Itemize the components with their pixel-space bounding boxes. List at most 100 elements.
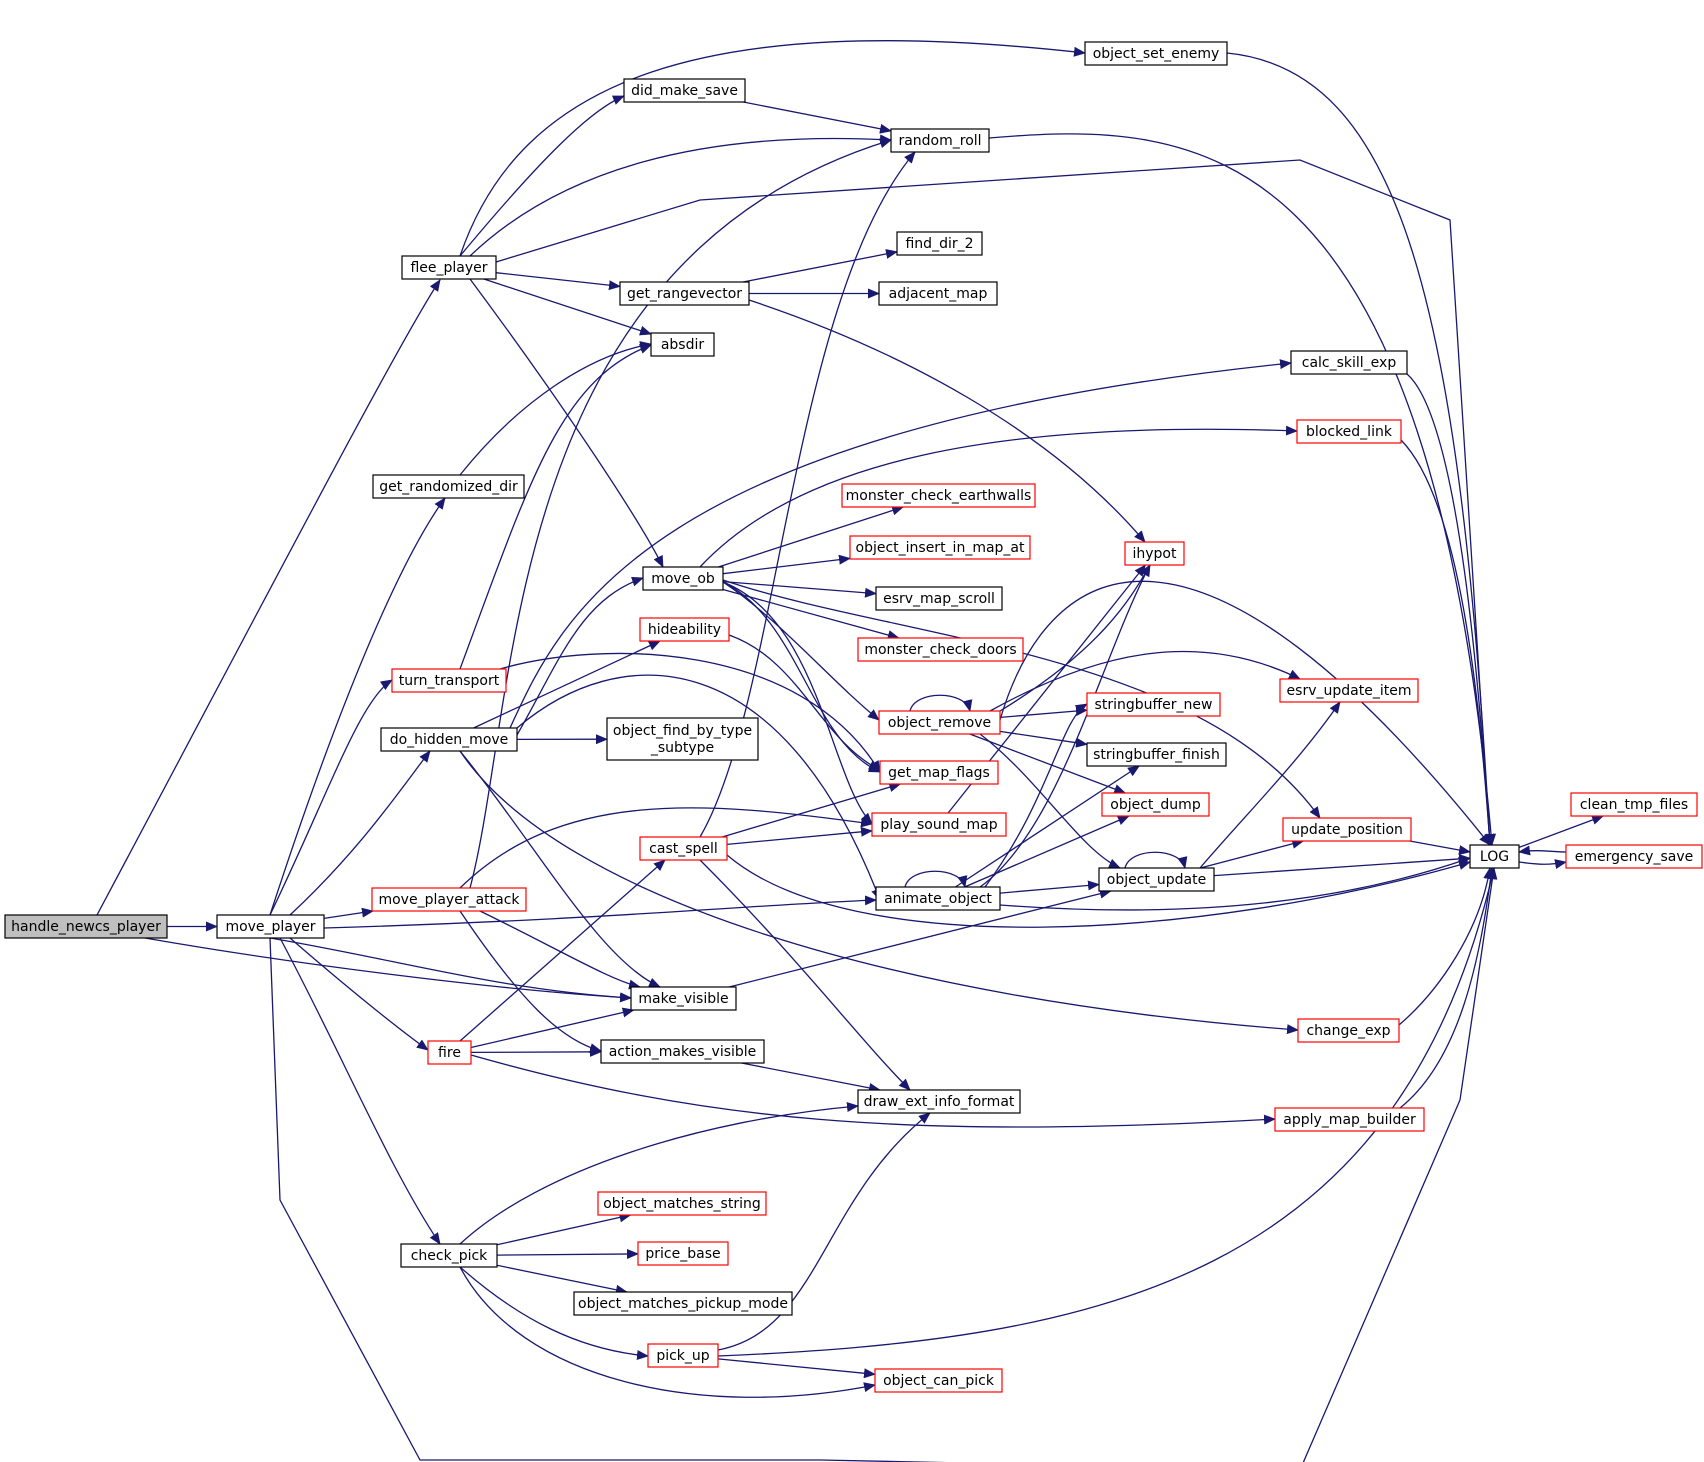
- node-draw-ext-info-format[interactable]: draw_ext_info_format: [857, 1089, 1021, 1114]
- node-make-visible[interactable]: make_visible: [630, 986, 737, 1011]
- node-esrv-update-item[interactable]: esrv_update_item: [1279, 678, 1419, 703]
- node-label: move_ob: [651, 571, 715, 587]
- node-change-exp[interactable]: change_exp: [1297, 1018, 1400, 1043]
- node-object-can-pick[interactable]: object_can_pick: [874, 1368, 1003, 1393]
- node-object-matches-string[interactable]: object_matches_string: [597, 1191, 767, 1216]
- node-object-insert-in-map-at[interactable]: object_insert_in_map_at: [849, 535, 1031, 560]
- node-label: object_matches_string: [603, 1196, 761, 1212]
- edge-do_hidden_move-to-calc_skill_exp: [509, 359, 1292, 729]
- node-label: emergency_save: [1575, 849, 1694, 865]
- node-label: do_hidden_move: [390, 732, 509, 748]
- edge-calc_skill_exp-to-LOG: [1406, 373, 1495, 846]
- node-box: [857, 637, 1024, 662]
- node-label: object_insert_in_map_at: [856, 540, 1026, 556]
- node-label: esrv_update_item: [1287, 683, 1412, 699]
- node-label: random_roll: [898, 133, 981, 149]
- node-turn-transport[interactable]: turn_transport: [391, 668, 507, 693]
- node-object-set-enemy[interactable]: object_set_enemy: [1084, 41, 1228, 66]
- node-move-ob[interactable]: move_ob: [642, 566, 724, 591]
- node-box: [841, 483, 1036, 508]
- node-clean-tmp-files[interactable]: clean_tmp_files: [1570, 792, 1698, 817]
- edge-move_ob-to-object_remove: [722, 581, 880, 721]
- edge-fire-to-cast_spell: [459, 859, 666, 1042]
- node-box: [391, 668, 507, 693]
- node-find-dir-2[interactable]: find_dir_2: [896, 231, 983, 256]
- node-random-roll[interactable]: random_roll: [890, 128, 990, 153]
- edge-animate_object-to-object_dump: [964, 815, 1130, 888]
- node-play-sound-map[interactable]: play_sound_map: [871, 812, 1007, 837]
- node-adjacent-map[interactable]: adjacent_map: [878, 281, 998, 306]
- node-get-rangevector[interactable]: get_rangevector: [619, 281, 750, 306]
- node-object-update[interactable]: object_update: [1098, 867, 1215, 892]
- edge-fire-to-action_makes_visible: [470, 1046, 602, 1057]
- node-move-player[interactable]: move_player: [216, 914, 325, 939]
- node-stringbuffer-new[interactable]: stringbuffer_new: [1086, 692, 1221, 717]
- node-blocked-link[interactable]: blocked_link: [1296, 419, 1402, 444]
- edge-check_pick-to-price_base: [496, 1248, 639, 1259]
- node-label: object_matches_pickup_mode: [578, 1296, 788, 1312]
- node-box: [1469, 844, 1520, 869]
- node-apply-map-builder[interactable]: apply_map_builder: [1274, 1107, 1425, 1132]
- node-monster-check-earthwalls[interactable]: monster_check_earthwalls: [841, 483, 1036, 508]
- node-price-base[interactable]: price_base: [637, 1241, 729, 1266]
- node-box: [875, 586, 1003, 611]
- edge-animate_object-to-ihypot: [979, 564, 1151, 888]
- edge-fire-to-make_visible: [470, 1007, 635, 1049]
- node-emergency-save[interactable]: emergency_save: [1565, 844, 1703, 869]
- node-box: [1279, 678, 1419, 703]
- node-label: get_rangevector: [627, 286, 742, 302]
- node-esrv-map-scroll[interactable]: esrv_map_scroll: [875, 586, 1003, 611]
- node-did-make-save[interactable]: did_make_save: [623, 78, 746, 103]
- node-object-dump[interactable]: object_dump: [1101, 792, 1210, 817]
- edge-pick_up-to-object_can_pick: [717, 1358, 876, 1379]
- edge-flee_player-to-object_set_enemy: [459, 40, 1086, 257]
- node-get-randomized-dir[interactable]: get_randomized_dir: [372, 474, 525, 499]
- node-label: action_makes_visible: [609, 1044, 757, 1060]
- edge-move_player_attack-to-play_sound_map: [459, 807, 873, 889]
- node-box: [650, 332, 715, 357]
- node-monster-check-doors[interactable]: monster_check_doors: [857, 637, 1024, 662]
- node-ihypot[interactable]: ihypot: [1124, 541, 1185, 566]
- edge-check_pick-to-draw_ext_info_format: [459, 1101, 859, 1245]
- node-do-hidden-move[interactable]: do_hidden_move: [380, 727, 518, 752]
- node-box: [637, 1241, 729, 1266]
- edge-cast_spell-to-LOG: [726, 854, 1471, 928]
- edge-emergency_save-to-LOG: [1518, 845, 1567, 856]
- node-update-position[interactable]: update_position: [1282, 817, 1412, 842]
- node-box: [896, 231, 983, 256]
- node-animate-object[interactable]: animate_object: [875, 886, 1001, 911]
- node-box: [647, 1343, 719, 1368]
- node-box: [606, 717, 759, 761]
- node-box: [600, 1039, 765, 1064]
- edge-move_ob-to-esrv_map_scroll: [722, 580, 877, 598]
- node-move-player-attack[interactable]: move_player_attack: [371, 887, 527, 912]
- node-calc-skill-exp[interactable]: calc_skill_exp: [1290, 350, 1408, 375]
- edge-animate_object-to-animate_object: [904, 870, 968, 888]
- node-flee-player[interactable]: flee_player: [401, 255, 497, 280]
- node-object-matches-pickup-mode[interactable]: object_matches_pickup_mode: [573, 1291, 793, 1316]
- node-box: [1084, 41, 1228, 66]
- node-box: [879, 760, 999, 785]
- node-label: change_exp: [1306, 1023, 1390, 1039]
- node-box: [623, 78, 746, 103]
- node-stringbuffer-finish[interactable]: stringbuffer_finish: [1086, 742, 1227, 767]
- edge-object_remove-to-LOG: [999, 580, 1491, 846]
- node-check-pick[interactable]: check_pick: [400, 1243, 498, 1268]
- node-get-map-flags[interactable]: get_map_flags: [879, 760, 999, 785]
- node-object-find-by-type-subtype[interactable]: object_find_by_type_subtype: [606, 717, 759, 761]
- node-pick-up[interactable]: pick_up: [647, 1343, 719, 1368]
- node-fire[interactable]: fire: [427, 1040, 472, 1065]
- node-handle-newcs-player[interactable]: handle_newcs_player: [4, 914, 168, 939]
- node-cast-spell[interactable]: cast_spell: [639, 836, 728, 861]
- node-object-remove[interactable]: object_remove: [878, 710, 1001, 735]
- node-box: [1124, 541, 1185, 566]
- node-label: monster_check_doors: [864, 642, 1016, 658]
- node-box: [642, 566, 724, 591]
- node-absdir[interactable]: absdir: [650, 332, 715, 357]
- node-box: [874, 1368, 1003, 1393]
- node-hideability[interactable]: hideability: [639, 617, 730, 642]
- node-LOG[interactable]: LOG: [1469, 844, 1520, 869]
- node-action-makes-visible[interactable]: action_makes_visible: [600, 1039, 765, 1064]
- node-label: blocked_link: [1306, 424, 1393, 440]
